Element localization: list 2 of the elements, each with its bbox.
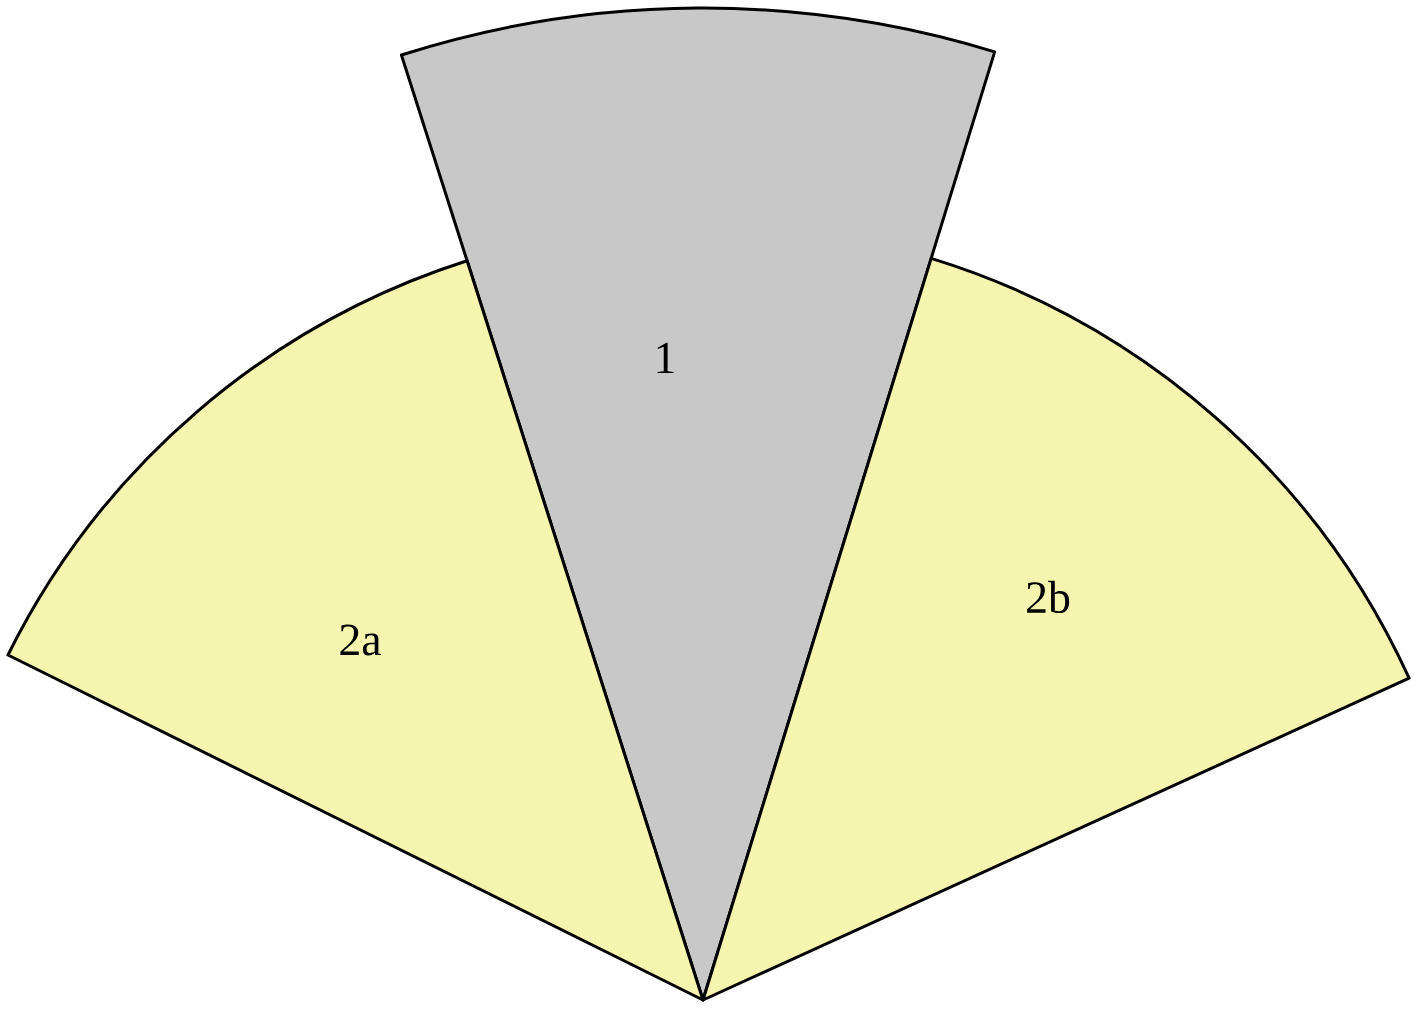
sector: 2b	[701, 256, 1411, 1002]
sector: 1	[399, 6, 997, 1002]
